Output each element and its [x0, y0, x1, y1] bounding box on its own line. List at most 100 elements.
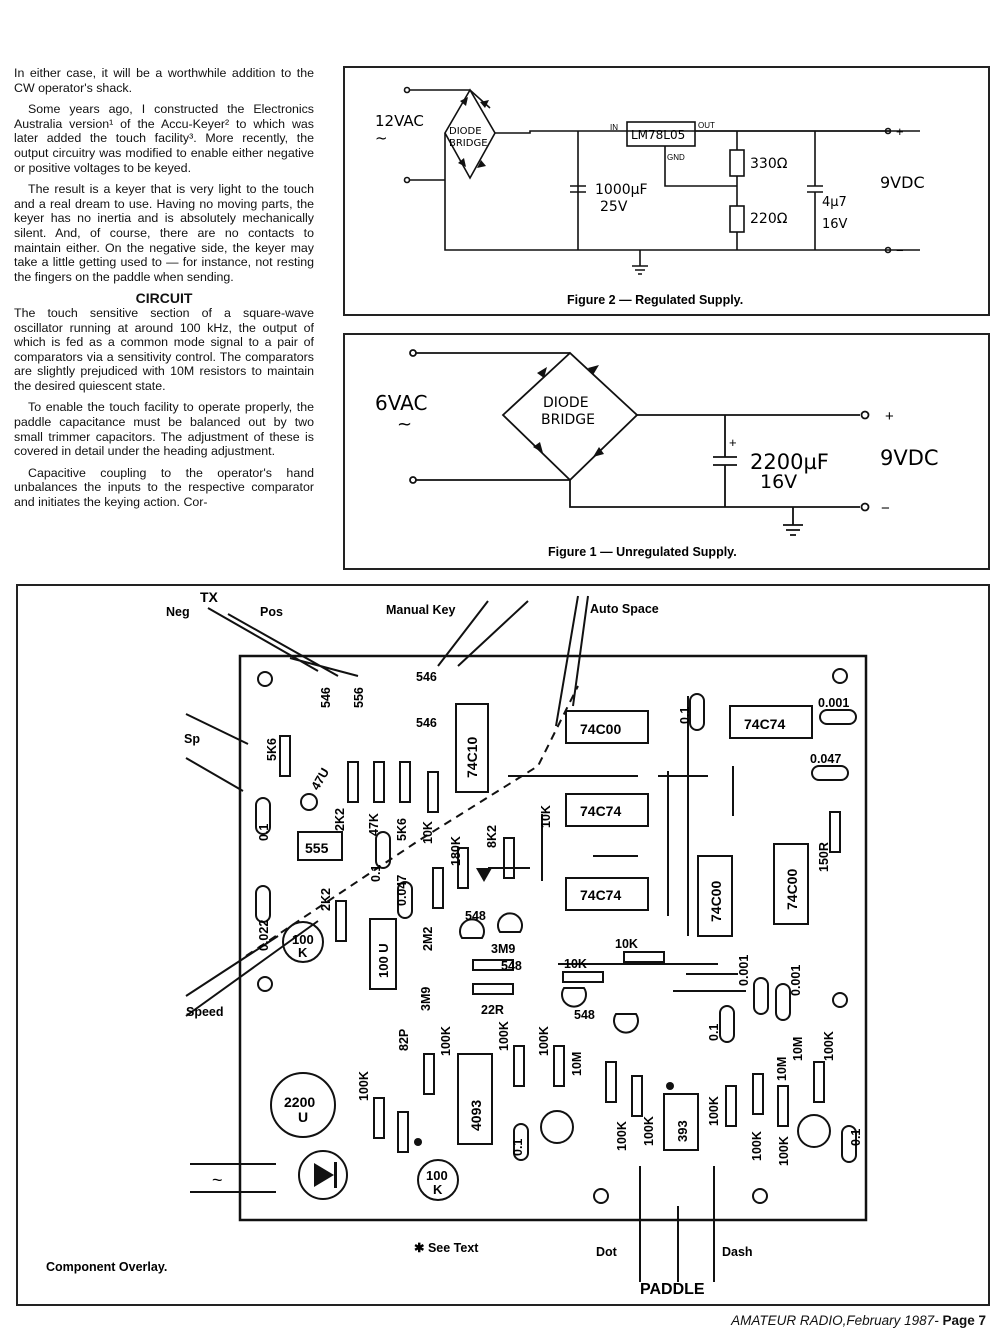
component-label: 0.1	[678, 707, 692, 724]
fig1-cap-value: 2200µF	[750, 450, 829, 474]
pot-label: K	[433, 1182, 443, 1197]
fig1-ac-symbol: ~	[397, 414, 412, 435]
article-paragraph: In either case, it will be a worthwhile …	[14, 66, 314, 95]
component-label: 0.1	[257, 824, 271, 841]
fig2-plus: +	[896, 124, 904, 139]
component-label: 2K2	[333, 808, 347, 831]
component-label: 100K	[439, 1026, 453, 1056]
section-heading: CIRCUIT	[135, 290, 193, 307]
page-footer: AMATEUR RADIO,February 1987- Page 7	[731, 1313, 986, 1328]
cap-label: 2200	[284, 1094, 315, 1110]
component-label: 0.1	[511, 1139, 525, 1156]
fig2-cap2-value: 4µ7	[822, 195, 847, 210]
pot-label: 100	[426, 1168, 448, 1183]
component-label: 0.1	[849, 1129, 863, 1146]
lead-pos: Pos	[260, 605, 283, 619]
fig2-ac-symbol: ~	[375, 129, 388, 147]
component-label: 82P	[397, 1029, 411, 1051]
ic-label: 555	[305, 840, 329, 856]
component-label: 0.1	[369, 865, 383, 882]
component-label: 100K	[615, 1121, 629, 1151]
article-paragraph: Capacitive coupling to the operator's ha…	[14, 465, 314, 510]
component-label: 2M2	[421, 927, 435, 951]
fig1-caption: Figure 1 — Unregulated Supply.	[548, 545, 737, 559]
component-label: 548	[574, 1008, 595, 1022]
fig1-bridge-label: DIODE	[543, 395, 589, 411]
component-overlay-board: Neg TX Pos Manual Key Auto Space Sp Spee…	[46, 589, 868, 1298]
ic-label: 74C00	[580, 721, 621, 737]
component-label: 100K	[497, 1021, 511, 1051]
fig2-cap1-voltage: 25V	[600, 199, 628, 215]
figure-2-regulated-supply: 12VAC ~ DIODE BRIDGE LM78L05 IN OUT GND …	[343, 66, 990, 316]
see-text-note: ✱ See Text	[414, 1241, 479, 1255]
component-label: 10K	[539, 805, 553, 828]
ic-label: 74C74	[580, 803, 621, 819]
ic-label: 74C00	[784, 869, 800, 910]
component-label: 10K	[421, 821, 435, 844]
pot-label: K	[298, 945, 308, 960]
ic-label: 74C74	[580, 887, 621, 903]
page-number: Page 7	[942, 1313, 986, 1328]
fig2-minus: −	[896, 243, 904, 258]
fig2-reg-out: OUT	[698, 121, 715, 130]
component-label: 0.001	[789, 965, 803, 996]
component-label: 556	[352, 687, 366, 708]
component-label: 100K	[822, 1031, 836, 1061]
component-label: 100K	[750, 1131, 764, 1161]
fig2-regulator: LM78L05	[631, 128, 685, 142]
fig1-input-label: 6VAC	[375, 391, 427, 415]
fig2-output: 9VDC	[880, 173, 925, 192]
lead-auto-space: Auto Space	[590, 602, 659, 616]
fig2-cap1-value: 1000µF	[595, 182, 648, 198]
lead-dot: Dot	[596, 1245, 618, 1259]
fig2-reg-gnd: GND	[667, 153, 685, 162]
fig2-r1: 330Ω	[750, 156, 788, 172]
component-label: 10K	[615, 937, 638, 951]
fig2-reg-in: IN	[610, 123, 618, 132]
pot-label: 100	[292, 932, 314, 947]
issue-date: February 1987-	[846, 1313, 939, 1328]
component-label: 100K	[357, 1071, 371, 1101]
fig2-input-label: 12VAC	[375, 112, 424, 130]
component-label: 0.047	[810, 752, 841, 766]
lead-paddle: PADDLE	[640, 1281, 705, 1298]
fig1-cap-plus: +	[729, 435, 737, 450]
component-label: 5K6	[265, 738, 279, 761]
component-label: 548	[465, 909, 486, 923]
component-label: 0.047	[395, 875, 409, 906]
component-label: 150R	[817, 842, 831, 872]
figure-2-schematic: 12VAC ~ DIODE BRIDGE LM78L05 IN OUT GND …	[375, 86, 925, 307]
component-label: 47U	[308, 766, 332, 793]
fig1-output: 9VDC	[880, 446, 939, 470]
fig1-minus: −	[881, 500, 890, 517]
component-label: 10M	[775, 1057, 789, 1081]
component-label: 0.1	[707, 1024, 721, 1041]
fig1-bridge-label: BRIDGE	[541, 412, 595, 428]
component-label: 22R	[481, 1003, 504, 1017]
component-label: 3M9	[419, 987, 433, 1011]
ic-label: 74C00	[708, 881, 724, 922]
fig2-r2: 220Ω	[750, 211, 788, 227]
ic-label: 74C74	[744, 716, 785, 732]
component-overlay-figure: Neg TX Pos Manual Key Auto Space Sp Spee…	[16, 584, 990, 1306]
component-label: 8K2	[485, 825, 499, 848]
cap-label: 100 U	[376, 943, 391, 978]
article-paragraph: The result is a keyer that is very light…	[14, 182, 314, 284]
component-label: 100K	[642, 1116, 656, 1146]
fig1-plus: +	[885, 408, 894, 425]
component-label: 546	[416, 670, 437, 684]
cap-label: U	[298, 1109, 308, 1125]
article-paragraph: The touch sensitive section of a square-…	[14, 305, 314, 393]
component-label: 10M	[570, 1052, 584, 1076]
component-label: 100K	[537, 1026, 551, 1056]
ic-label: 4093	[468, 1100, 484, 1131]
component-label: 10M	[791, 1037, 805, 1061]
fig2-bridge-label: DIODE	[449, 126, 482, 137]
component-label: 0.022	[257, 920, 271, 951]
lead-tx: TX	[200, 589, 219, 605]
overlay-caption: Component Overlay.	[46, 1260, 167, 1274]
component-label: 546	[416, 716, 437, 730]
component-label: 546	[319, 687, 333, 708]
component-label: 5K6	[395, 818, 409, 841]
component-label: 2K2	[319, 888, 333, 911]
